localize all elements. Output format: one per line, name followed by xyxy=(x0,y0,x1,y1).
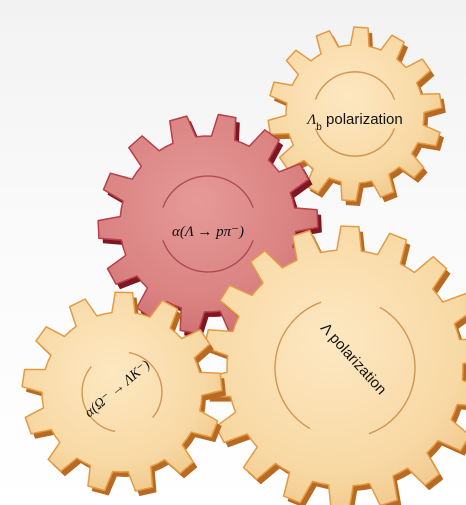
gear-lambda-b-label-text: polarization xyxy=(322,111,403,128)
gear-lambda-b-label-symbol: Λ xyxy=(305,112,316,128)
gear-alpha-lambda-label: α(Λ → pπ⁻) xyxy=(172,224,244,240)
